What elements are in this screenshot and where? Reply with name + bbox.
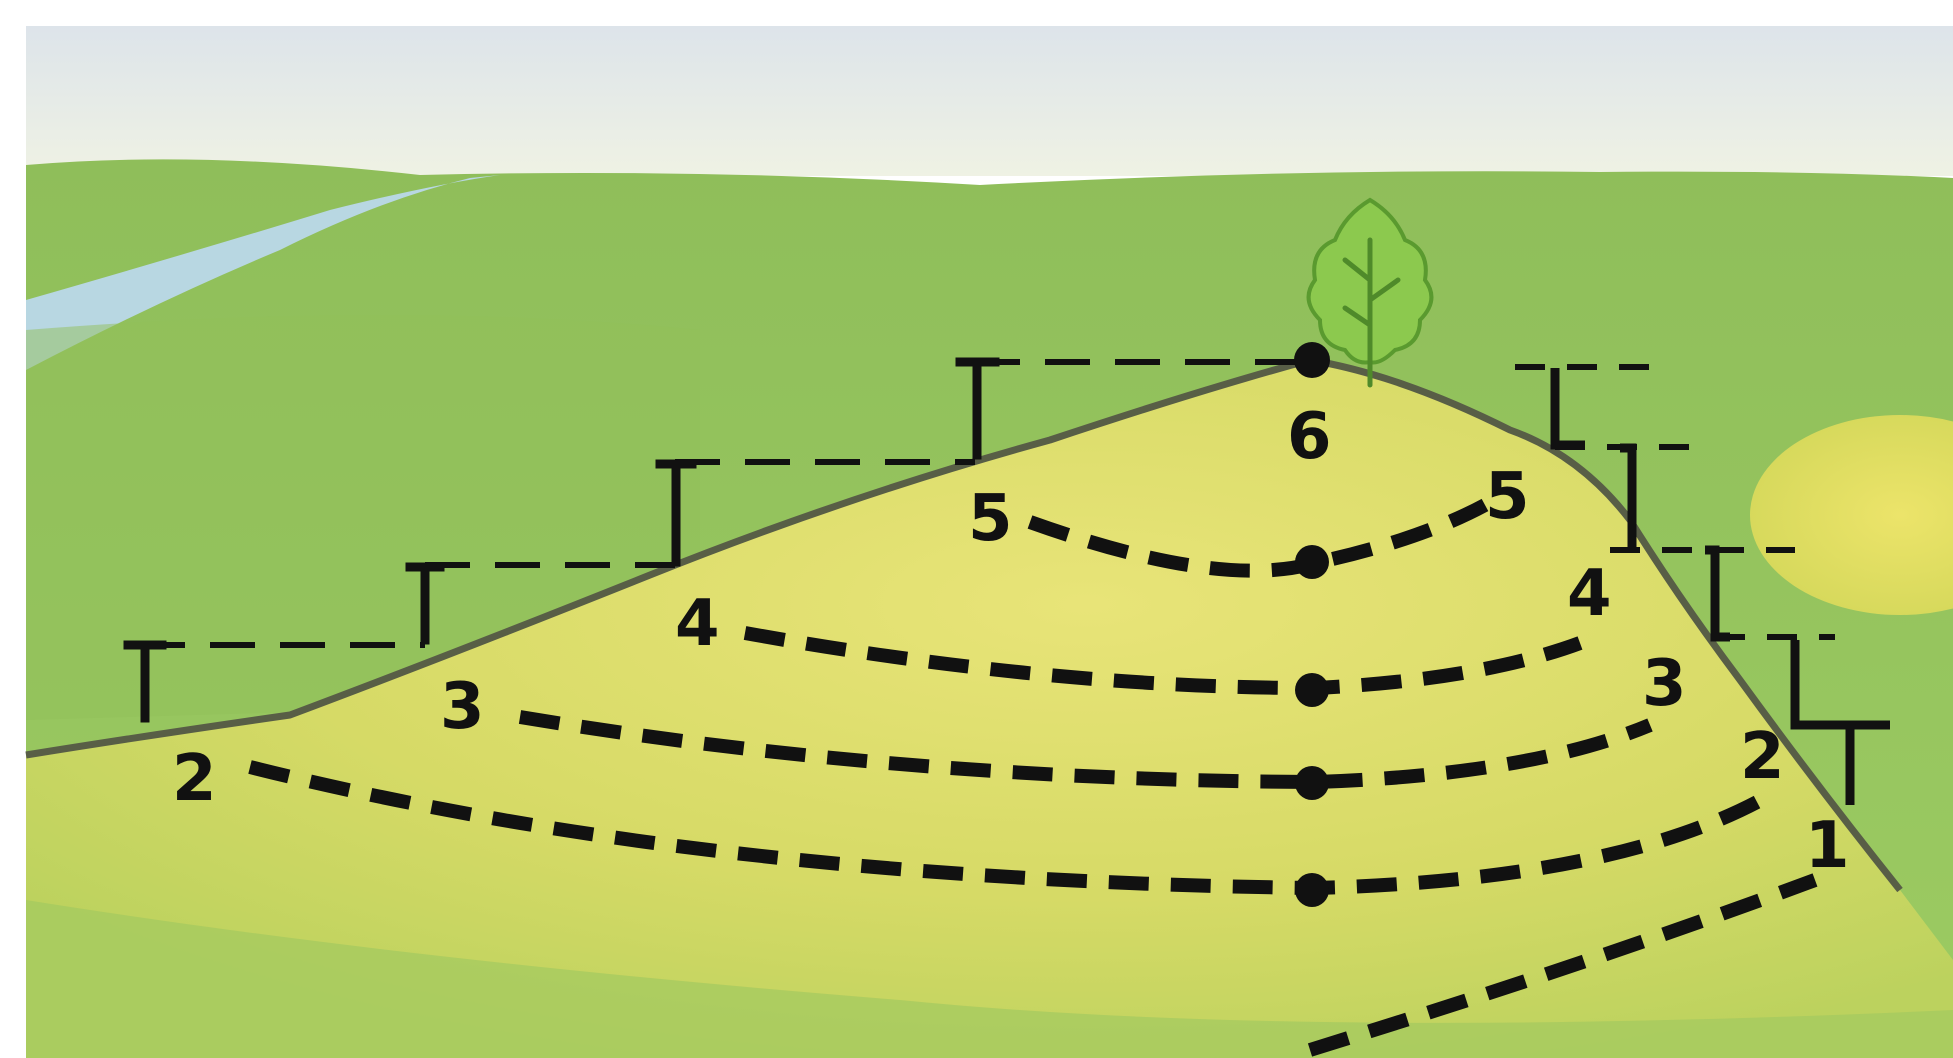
summit-dot <box>1294 342 1330 378</box>
contour-dot-5 <box>1295 545 1329 579</box>
label-4-left: 4 <box>675 587 720 661</box>
sky <box>26 26 1953 176</box>
label-3-right: 3 <box>1642 647 1687 721</box>
label-6: 6 <box>1287 400 1332 474</box>
label-4-right: 4 <box>1567 557 1612 631</box>
label-1: 1 <box>1805 809 1850 883</box>
label-5-right: 5 <box>1485 460 1530 534</box>
label-5-left: 5 <box>968 482 1013 556</box>
label-2-left: 2 <box>172 742 217 816</box>
contour-dot-2 <box>1295 873 1329 907</box>
contour-dot-3 <box>1295 766 1329 800</box>
label-2-right: 2 <box>1740 720 1785 794</box>
label-3-left: 3 <box>440 670 485 744</box>
contour-dot-4 <box>1295 673 1329 707</box>
